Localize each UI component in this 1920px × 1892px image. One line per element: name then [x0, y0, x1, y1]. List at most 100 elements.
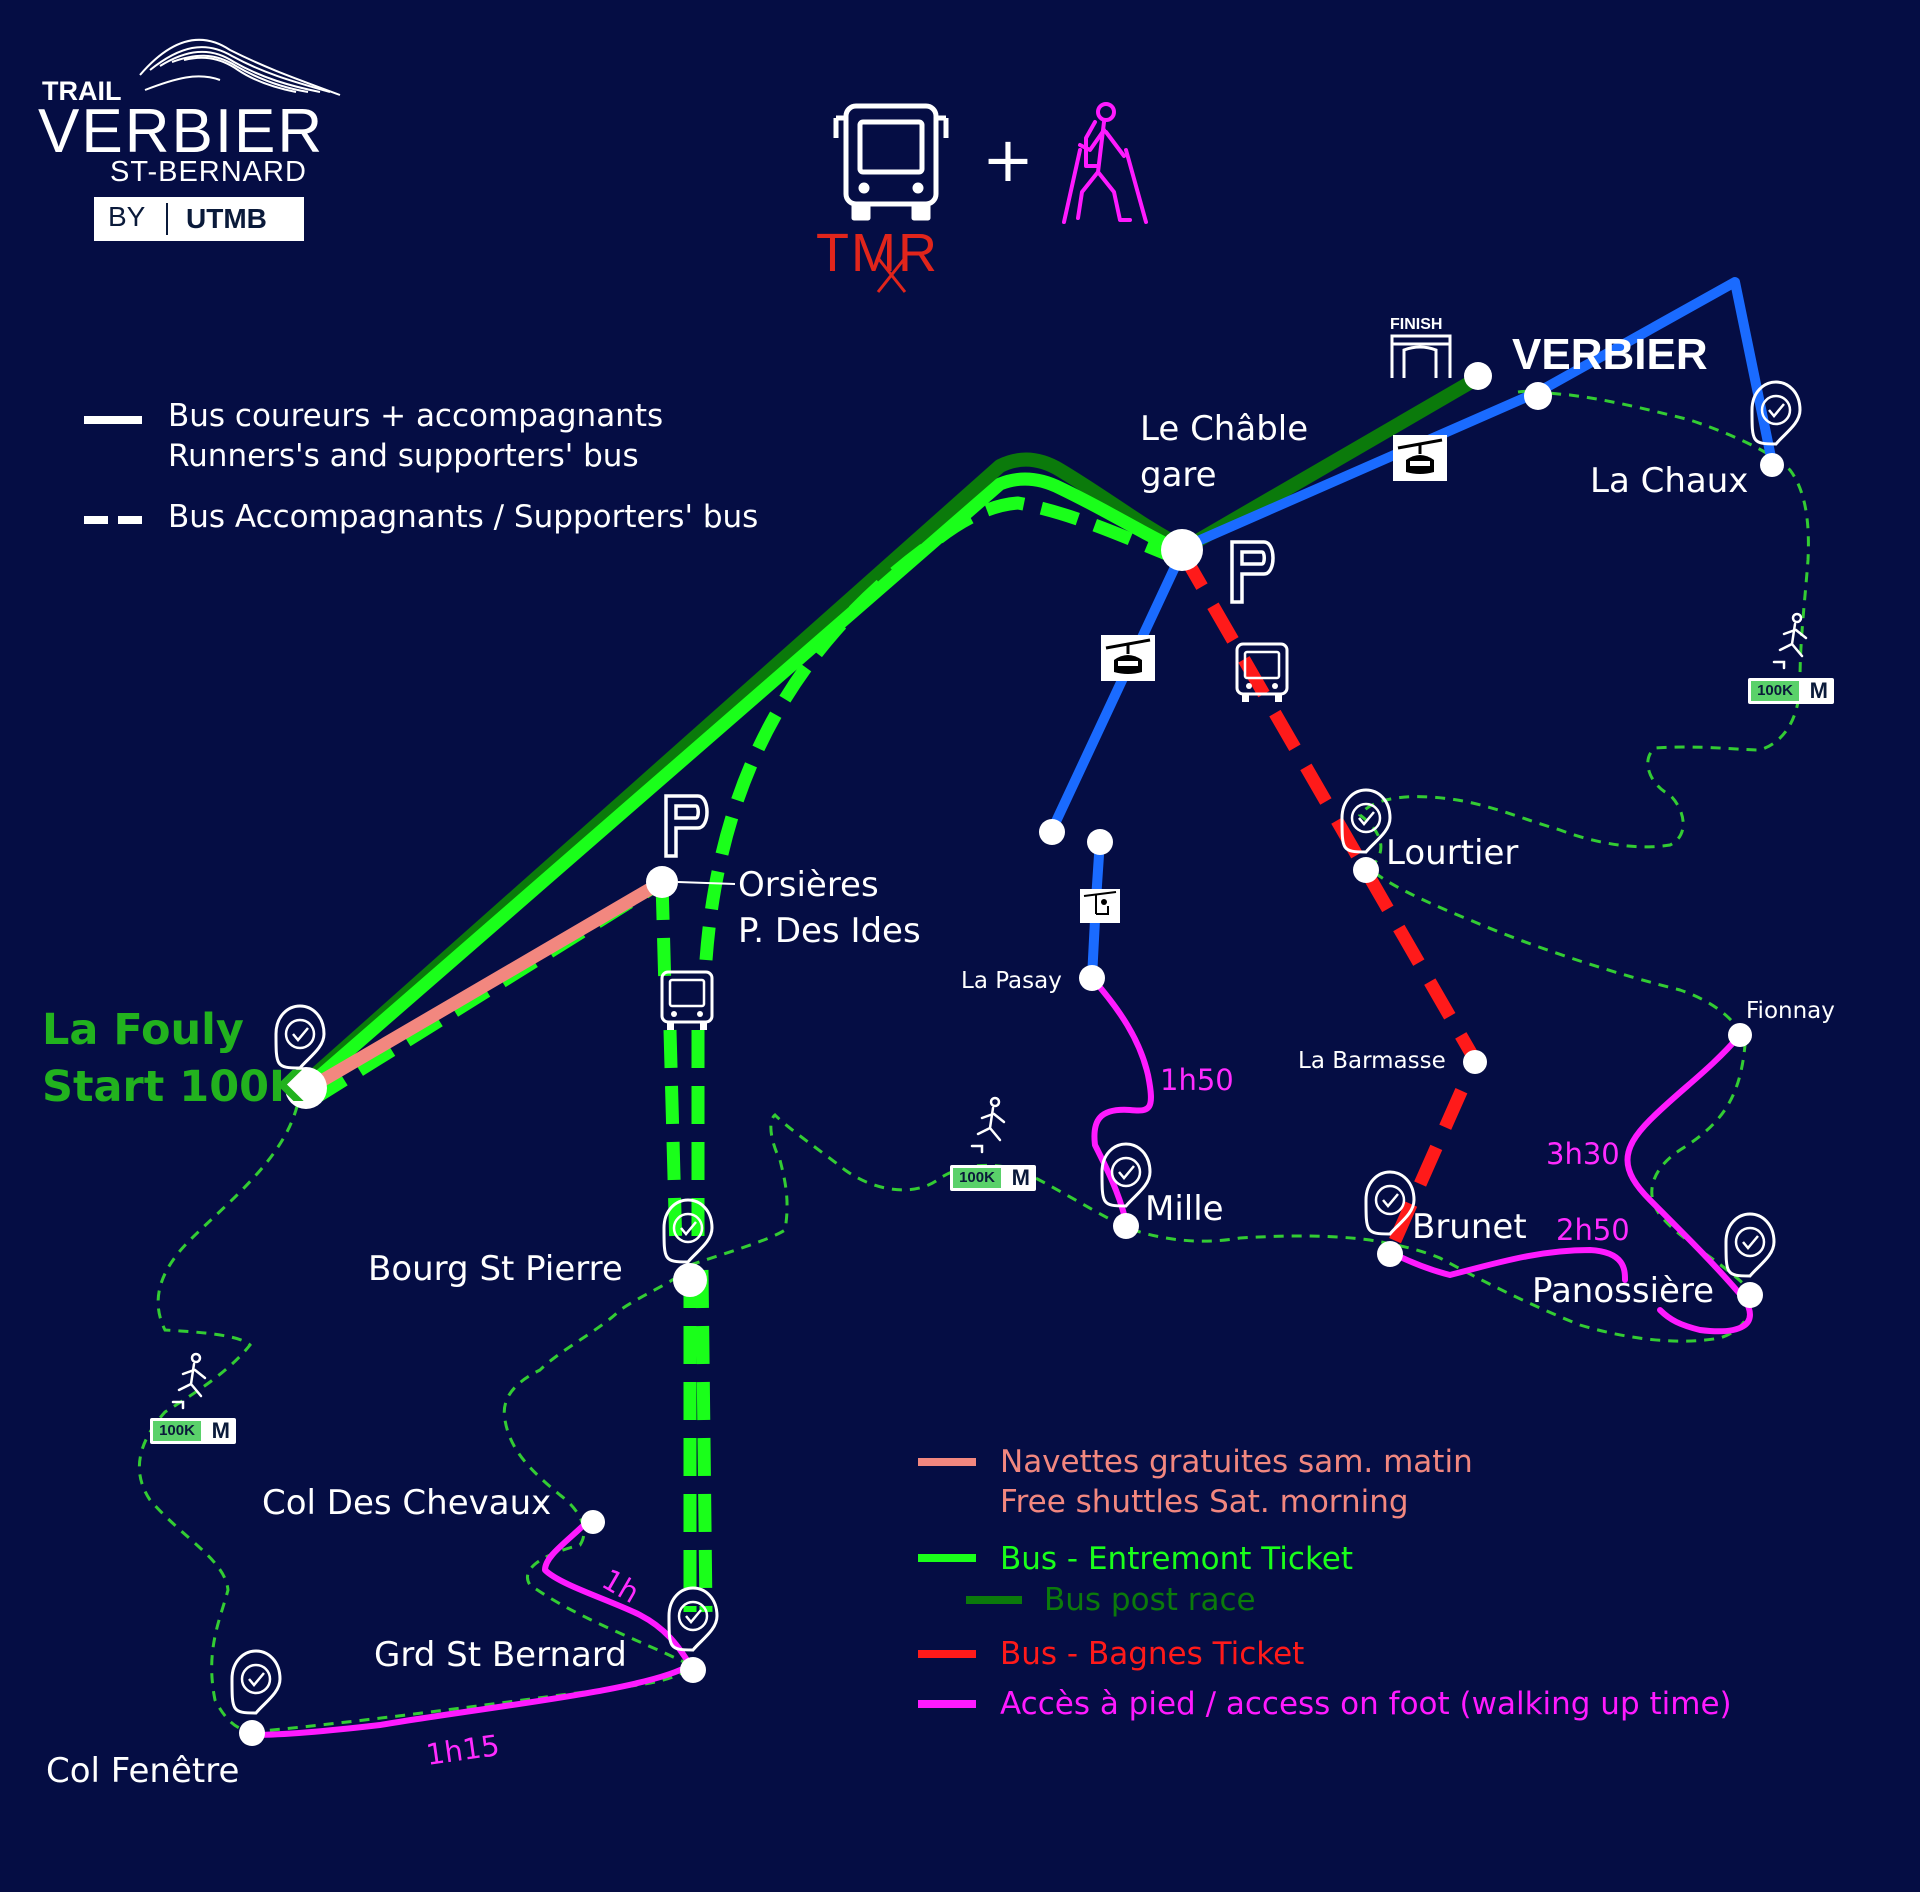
node-la-fouly[interactable]: [285, 1067, 327, 1109]
shuttle-line: [302, 876, 666, 1096]
node-le-chable[interactable]: [1161, 529, 1203, 571]
logo-by: BY: [108, 201, 146, 232]
place-le-chable: Le Châble gare: [1140, 406, 1308, 498]
legend-shuttle-fr: Navettes gratuites sam. matin: [1000, 1444, 1473, 1480]
legend-solid-line-text: Bus coureurs + accompagnants Runners's a…: [168, 396, 663, 476]
legend-foot: Accès à pied / access on foot (walking u…: [1000, 1686, 1732, 1722]
place-col-fenetre: Col Fenêtre: [46, 1751, 240, 1791]
place-le-chable-line2: gare: [1140, 455, 1217, 495]
legend-shuttle-en: Free shuttles Sat. morning: [1000, 1484, 1409, 1520]
logo-mountain-graphic: [139, 38, 341, 96]
node-chairlift-top[interactable]: [1087, 829, 1113, 855]
runner-icon: [970, 1096, 1006, 1154]
runner-icon: [171, 1352, 207, 1410]
badge-100k: 100K M: [950, 1165, 1036, 1191]
tmr-logo-mark: [876, 257, 907, 293]
walk-time-pasay-mille: 1h50: [1160, 1063, 1234, 1097]
legend-bagnes: Bus - Bagnes Ticket: [1000, 1636, 1305, 1672]
legend-entremont: Bus - Entremont Ticket: [1000, 1541, 1354, 1577]
hiker-icon: [1062, 102, 1148, 224]
header-plus: +: [982, 123, 1034, 196]
place-lourtier: Lourtier: [1386, 833, 1519, 873]
node-mille[interactable]: [1113, 1213, 1139, 1239]
logo-separator: [166, 203, 168, 235]
legend-solid-line-fr: Bus coureurs + accompagnants: [168, 398, 664, 434]
node-la-chaux[interactable]: [1760, 453, 1784, 477]
finish-arch-icon: [1390, 334, 1452, 378]
finish-label: FINISH: [1390, 316, 1443, 333]
bagnes-bus-line: [1176, 548, 1483, 1255]
gondola-icon: [1391, 433, 1449, 483]
logo-utmb-badge: BY UTMB: [94, 197, 304, 241]
header-tmr-logo: TMR: [816, 223, 939, 283]
place-le-chable-line1: Le Châble: [1140, 409, 1309, 449]
place-la-pasay: La Pasay: [961, 968, 1062, 994]
node-grd-st-bernard[interactable]: [680, 1657, 706, 1683]
place-brunet: Brunet: [1412, 1207, 1527, 1247]
legend-line-samples: [84, 416, 1022, 1708]
badge-100k-mark: M: [211, 1418, 230, 1443]
parking-icon: [1230, 540, 1275, 604]
node-col-des-chevaux[interactable]: [581, 1510, 605, 1534]
place-col-des-chevaux: Col Des Chevaux: [262, 1483, 552, 1523]
station-nodes: [239, 362, 1784, 1746]
node-col-fenetre[interactable]: [239, 1720, 265, 1746]
walk-time-fionnay-panossiere: 3h30: [1546, 1137, 1620, 1171]
place-orsieres-line1: Orsières: [738, 865, 879, 905]
badge-100k-label: 100K: [153, 1421, 201, 1441]
logo-verbier: VERBIER: [38, 97, 325, 166]
place-la-fouly-start: La Fouly Start 100K: [42, 1002, 302, 1116]
trail-course-line: [137, 389, 1810, 1734]
legend-dashed-line-text: Bus Accompagnants / Supporters' bus: [168, 499, 759, 535]
place-mille: Mille: [1145, 1189, 1224, 1229]
node-lourtier[interactable]: [1353, 857, 1379, 883]
orsieres-connector: [677, 881, 736, 885]
foot-access-lines: [249, 975, 1753, 1738]
node-bourg-st-pierre[interactable]: [673, 1263, 707, 1297]
legend-post-race: Bus post race: [1044, 1582, 1256, 1618]
node-orsieres[interactable]: [646, 866, 678, 898]
chairlift-icon: [1079, 888, 1121, 924]
place-orsieres: Orsières P. Des Ides: [738, 862, 921, 954]
place-la-fouly: La Fouly: [42, 1005, 244, 1055]
badge-100k: 100K M: [1748, 678, 1834, 704]
place-verbier: VERBIER: [1512, 330, 1708, 379]
place-orsieres-line2: P. Des Ides: [738, 911, 921, 951]
bus-icon: [660, 970, 714, 1032]
place-fionnay: Fionnay: [1746, 998, 1835, 1024]
node-brunet[interactable]: [1377, 1241, 1403, 1267]
badge-100k-mark: M: [1809, 678, 1828, 703]
place-panossiere: Panossière: [1532, 1271, 1715, 1311]
node-panossiere[interactable]: [1737, 1282, 1763, 1308]
node-gondola-top-left[interactable]: [1039, 819, 1065, 845]
legend-solid-line-en: Runners's and supporters' bus: [168, 438, 639, 474]
logo-utmb: UTMB: [186, 203, 267, 234]
node-verbier[interactable]: [1524, 382, 1552, 410]
parking-icon: [664, 794, 709, 858]
logo-st-bernard: ST-BERNARD: [110, 156, 307, 188]
gondola-lines: [1047, 277, 1777, 983]
badge-100k-label: 100K: [953, 1168, 1001, 1188]
logo-trail: TRAIL: [42, 76, 122, 106]
entremont-bus-solid-line: [299, 472, 1189, 1095]
node-la-barmasse[interactable]: [1463, 1050, 1487, 1074]
node-la-pasay[interactable]: [1079, 965, 1105, 991]
place-la-barmasse: La Barmasse: [1298, 1048, 1446, 1074]
checkpoint-pin-icon: [1724, 1212, 1776, 1278]
checkpoint-pin-icon: [230, 1649, 282, 1715]
place-la-chaux: La Chaux: [1590, 461, 1749, 501]
place-grd-st-bernard: Grd St Bernard: [374, 1635, 627, 1675]
node-fionnay[interactable]: [1728, 1023, 1752, 1047]
walk-time-brunet-panossiere: 2h50: [1556, 1213, 1630, 1247]
bus-icon: [833, 103, 949, 221]
node-verbier-finish[interactable]: [1464, 362, 1492, 390]
badge-100k: 100K M: [150, 1418, 236, 1444]
badge-100k-mark: M: [1011, 1165, 1030, 1190]
legend-shuttle: Navettes gratuites sam. matin Free shutt…: [1000, 1442, 1473, 1522]
badge-100k-label: 100K: [1751, 681, 1799, 701]
start-100k: Start 100K: [42, 1062, 303, 1112]
gondola-icon: [1099, 633, 1157, 683]
place-bourg-st-pierre: Bourg St Pierre: [368, 1249, 623, 1289]
bus-icon: [1235, 642, 1289, 704]
